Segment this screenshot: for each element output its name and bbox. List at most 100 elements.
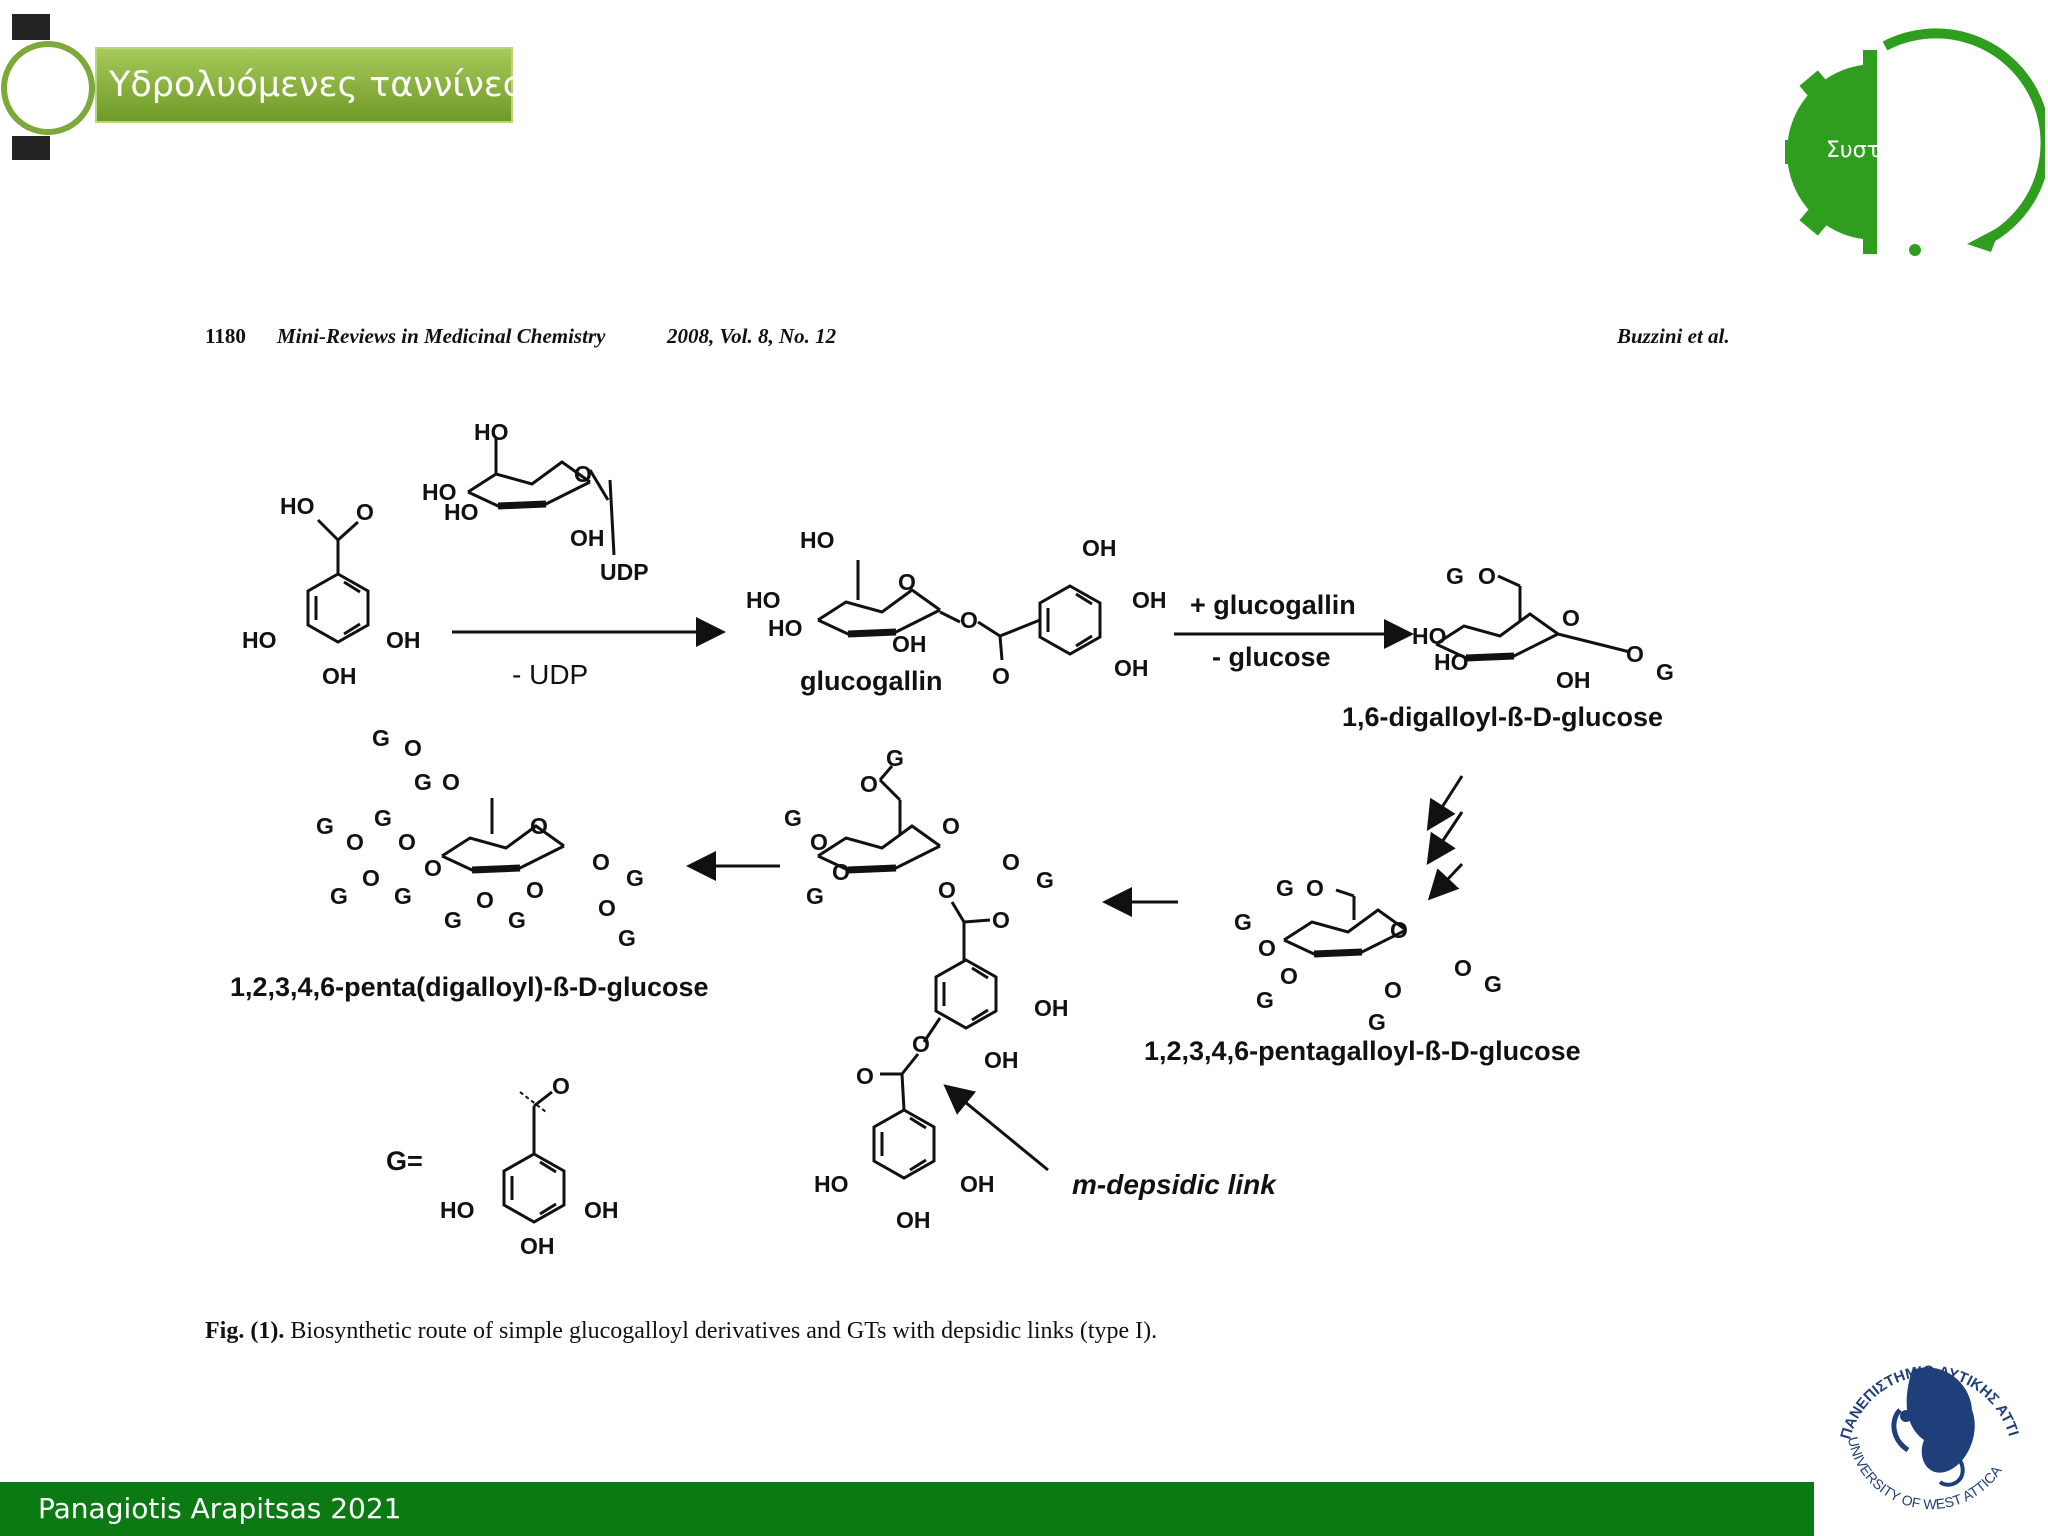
atom-label: O [860,771,878,797]
atom-label: OH [1132,587,1167,613]
atom-label: O [1384,977,1402,1003]
atom-label: O [592,849,610,875]
atom-label: G [1368,1009,1386,1035]
atom-label: G [626,865,644,891]
atom-label: G [508,907,526,933]
compound-name-pentagalloyl: 1,2,3,4,6-pentagalloyl-ß-D-glucose [1144,1036,1581,1066]
atom-label: G [414,769,432,795]
atom-label: G [886,745,904,771]
atom-label: OH [1114,655,1149,681]
atom-label: HO [474,419,509,445]
atom-label: OH [1034,995,1069,1021]
atom-label: O [424,855,442,881]
reagent-minus-udp: - UDP [512,659,588,690]
atom-label: O [442,769,460,795]
atom-label: O [992,663,1010,689]
reagent-minus-glucose: - glucose [1212,642,1331,672]
slide-title: Υδρολυόμενες ταννίνες [109,65,524,105]
atom-label: O [1562,605,1580,631]
atom-label: G [444,907,462,933]
atom-label: HO [768,615,803,641]
atom-label: O [526,877,544,903]
atom-label: OH [570,525,605,551]
atom-label: OH [960,1171,995,1197]
atom-label: OH [1082,535,1117,561]
atom-label: O [856,1063,874,1089]
atom-label: O [810,829,828,855]
atom-label: O [362,865,380,891]
atom-label: O [992,907,1010,933]
atom-label: O [1002,849,1020,875]
atom-label: O [530,813,548,839]
atom-label: G [806,883,824,909]
atom-label: G [1484,971,1502,997]
atom-label: G [394,883,412,909]
atom-label: O [912,1031,930,1057]
atom-label: OH [386,627,421,653]
atom-label: G [1234,909,1252,935]
atom-label: G [374,805,392,831]
atom-label: G [330,883,348,909]
atom-label: HO [444,499,479,525]
atom-label: O [1280,963,1298,989]
depsidic-link-label: m-depsidic link [1072,1169,1277,1200]
atom-label: HO [746,587,781,613]
footer-text: Panagiotis Arapitsas 2021 [38,1492,402,1525]
atom-label: OH [322,663,357,689]
atom-label: O [356,499,374,525]
atom-label: OH [892,631,927,657]
atom-label: G [1256,987,1274,1013]
atom-label: O [404,735,422,761]
atom-label: HO [1412,623,1447,649]
atom-label: O [476,887,494,913]
paper-authors: Buzzini et al. [1617,324,1730,348]
atom-label: OH [984,1047,1019,1073]
caption-text: Biosynthetic route of simple glucogalloy… [290,1318,1158,1344]
atom-label: G [316,813,334,839]
atom-label: G [784,805,802,831]
g-definition-label: G= [386,1146,423,1176]
title-circle-icon [1,14,95,160]
atom-label: G [1036,867,1054,893]
caption-label: Fig. (1). [205,1318,285,1344]
footer-bar: Panagiotis Arapitsas 2021 [0,1482,1814,1536]
atom-label: O [1306,875,1324,901]
atom-label: OH [520,1233,555,1259]
atom-label: HO [814,1171,849,1197]
atom-label: O [1258,935,1276,961]
atom-label: HO [1434,649,1469,675]
atom-label: O [1626,641,1644,667]
figure-caption: Fig. (1). Biosynthetic route of simple g… [205,1318,1157,1345]
atom-label: O [832,859,850,885]
journal-name: Mini-Reviews in Medicinal Chemistry [277,324,606,348]
atom-label: HO [280,493,315,519]
atom-label: O [574,461,592,487]
compound-name-penta-digalloyl: 1,2,3,4,6-penta(digalloyl)-ß-D-glucose [230,972,709,1002]
atom-label: O [1454,955,1472,981]
atom-label: HO [422,479,457,505]
atom-label: O [598,895,616,921]
atom-label: O [346,829,364,855]
gear-label: Συστα [1826,138,1895,163]
atom-label: O [960,607,978,633]
compound-name-glucogallin: glucogallin [800,666,943,696]
atom-label: O [398,829,416,855]
atom-label: OH [584,1197,619,1223]
atom-label: G [372,725,390,751]
atom-label: G [618,925,636,951]
slide-title-box: Υδρολυόμενες ταννίνες [95,47,523,123]
atom-label: O [938,877,956,903]
atom-label: O [552,1073,570,1099]
atom-label: G [1656,659,1674,685]
reagent-plus-glucogallin: + glucogallin [1190,590,1356,620]
atom-label: HO [440,1197,475,1223]
atom-label: OH [1556,667,1591,693]
atom-label: HO [800,527,835,553]
atom-label: OH [896,1207,931,1233]
atom-label: G [1276,875,1294,901]
atom-label: O [942,813,960,839]
journal-volume: 2008, Vol. 8, No. 12 [667,324,837,348]
page-number: 1180 [205,324,246,348]
